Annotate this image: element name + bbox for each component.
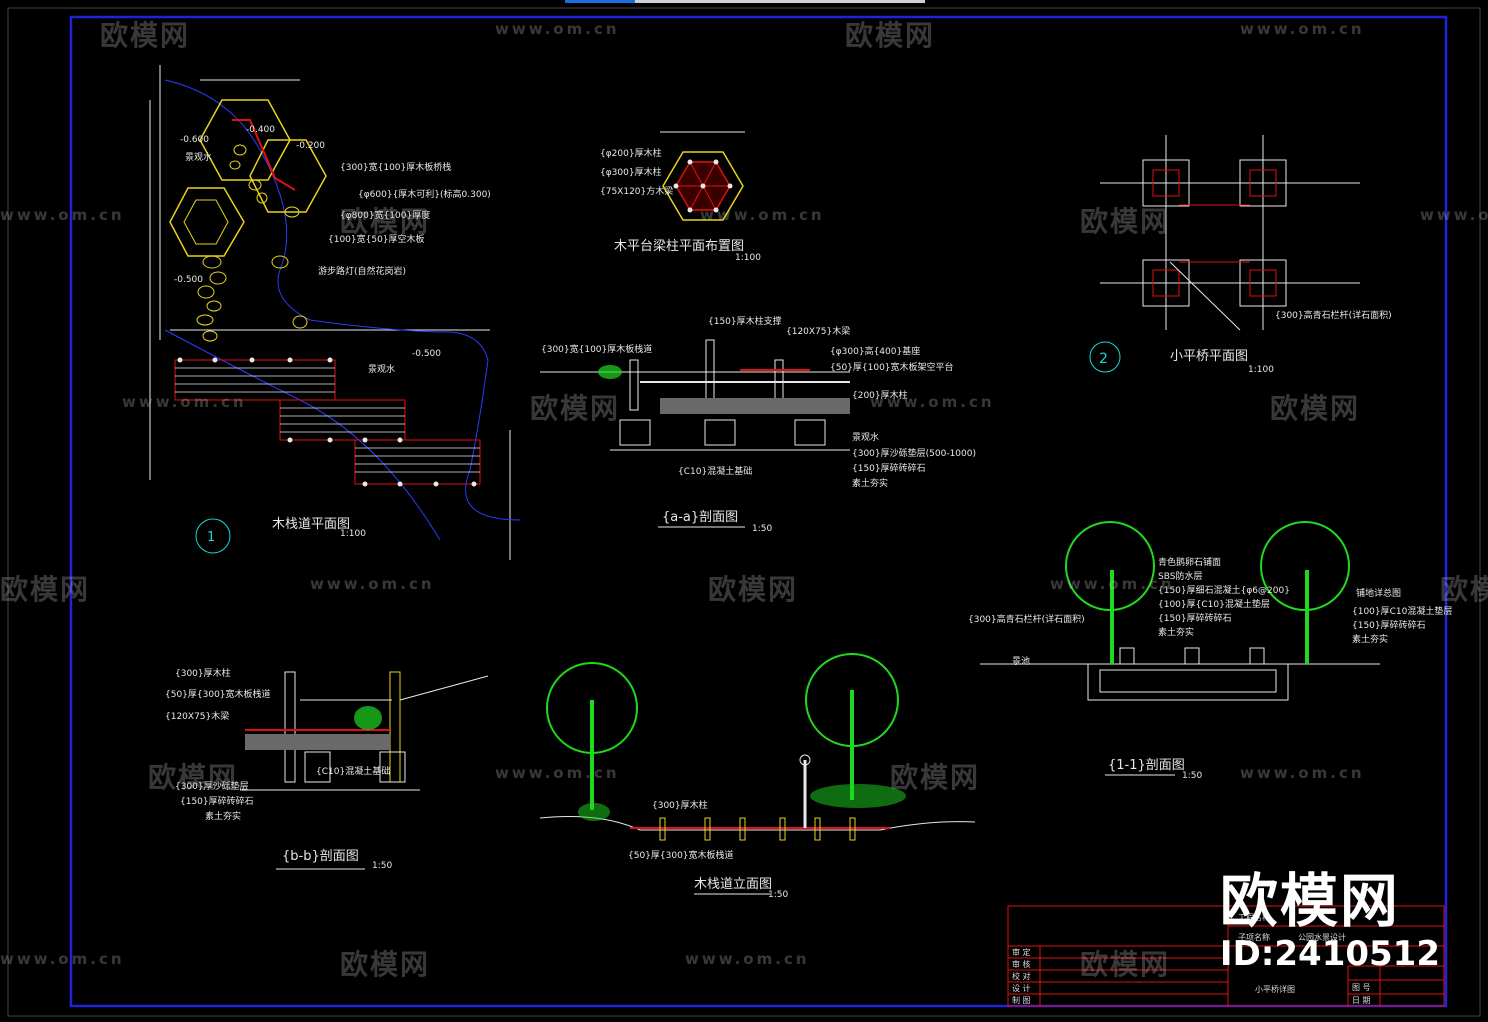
- drawing-frame: [69, 15, 1448, 1008]
- bridge-plan-scale: 1:100: [1248, 365, 1274, 375]
- brand-id: ID:2410512: [1219, 934, 1440, 974]
- plan1-note-1: {300}宽{100}厚木板桥栈: [340, 161, 451, 173]
- bridge-plan-title: 小平桥平面图: [1170, 349, 1248, 364]
- section-aa-note-r4: {50}厚{100}宽木板架空平台: [830, 361, 954, 373]
- section-aa-scale: 1:50: [752, 524, 772, 534]
- section-11-note-11: 素土夯实: [1352, 633, 1388, 645]
- section-bb-note-5: {150}厚碎砖碎石: [180, 795, 254, 807]
- plan1-water-label-2: 景观水: [368, 363, 395, 375]
- elevation-scale: 1:50: [768, 890, 788, 900]
- plan1-note-2: {φ600}{厚木可利}(标高0.300): [358, 188, 491, 200]
- section-11-note-9: {100}厚C10混凝土垫层: [1352, 605, 1452, 617]
- section-11-note-3: {150}厚细石混凝土{φ6@200}: [1158, 584, 1290, 596]
- section-bb-note-4: {300}厚沙砾垫层: [175, 780, 249, 792]
- plan1-elev-2: -0.500: [174, 275, 203, 285]
- tb-right-row-1: 图 号: [1352, 983, 1371, 992]
- plan1-elev-5: -0.500: [412, 349, 441, 359]
- bridge-plan-note: {300}高青石栏杆(详石面积): [1275, 309, 1392, 321]
- section-11-note-8: 铺地详总图: [1356, 587, 1401, 599]
- brand-overlay: 欧模网 ID:2410512: [1220, 868, 1440, 974]
- plan1-note-3: {φ800}宽{100}厚度: [340, 209, 430, 221]
- section-bb-note-1: {300}厚木柱: [175, 667, 231, 679]
- section-bb-note-2: {50}厚{300}宽木板栈道: [165, 688, 271, 700]
- tb-right-row-2: 日 期: [1352, 996, 1371, 1005]
- tb-row-1: 审 定: [1012, 947, 1031, 957]
- section-aa-note-r8: {150}厚碎砖碎石: [852, 462, 926, 474]
- elevation-note-2: {50}厚{300}宽木板栈道: [628, 849, 734, 861]
- section-11-note-4: {100}厚{C10}混凝土垫层: [1158, 598, 1270, 610]
- section-11-note-6: 素土夯实: [1158, 626, 1194, 638]
- section-aa-title: {a-a}剖面图: [662, 510, 738, 525]
- brand-name: 欧模网: [1219, 867, 1400, 935]
- section-aa-note-r6: 景观水: [852, 431, 879, 443]
- section-11-note-10: {150}厚碎砖碎石: [1352, 619, 1426, 631]
- section-11: [980, 521, 1380, 776]
- section-11-note-2: SBS防水层: [1158, 570, 1202, 582]
- tb-drawing-name: 小平桥详图: [1255, 984, 1295, 994]
- elevation-title: 木栈道立面图: [694, 877, 772, 892]
- section-aa-note-r7: {300}厚沙砾垫层(500-1000): [852, 447, 976, 459]
- pavilion-scale: 1:100: [735, 253, 761, 263]
- section-aa-note-r1: {150}厚木柱支撑: [708, 315, 782, 327]
- plan1-note-4: {100}宽{50}厚空木板: [328, 233, 425, 245]
- plan1-elev-4: -0.400: [246, 125, 275, 135]
- section-aa: [540, 339, 850, 528]
- elevation-note-1: {300}厚木柱: [652, 799, 708, 811]
- section-aa-note-l2: {C10}混凝土基础: [678, 465, 752, 477]
- boardwalk-plan: [149, 65, 521, 560]
- section-aa-note-r5: {200}厚木柱: [852, 389, 908, 401]
- tb-row-2: 审 核: [1012, 959, 1031, 969]
- tb-sub-value: 公园水景设计: [1298, 932, 1346, 942]
- plan1-note-5: 游步路灯(自然花岗岩): [318, 265, 406, 277]
- tb-row-5: 制 图: [1012, 995, 1031, 1005]
- section-aa-note-r9: 素土夯实: [852, 477, 888, 489]
- section-bb-note-6: 素土夯实: [205, 810, 241, 822]
- section-aa-note-r2: {120X75}木梁: [786, 325, 850, 337]
- section-11-note-5: {150}厚碎砖碎石: [1158, 612, 1232, 624]
- bridge-plan: [1089, 135, 1360, 373]
- plan1-water-label: 景观水: [185, 151, 212, 163]
- pavilion-note-1: {φ200}厚木柱: [600, 147, 662, 159]
- boardwalk-elevation: [539, 653, 976, 895]
- section-bb-title: {b-b}剖面图: [282, 849, 359, 864]
- section-bb-note-3: {120X75}木梁: [165, 710, 229, 722]
- section-11-water: 景池: [1012, 655, 1030, 667]
- section-11-title: {1-1}剖面图: [1108, 758, 1185, 773]
- plan1-scale: 1:100: [340, 529, 366, 539]
- section-bb: [240, 671, 489, 870]
- section-bb-scale: 1:50: [372, 861, 392, 871]
- tb-sub-label: 子项名称: [1238, 932, 1270, 942]
- pavilion-plan: [660, 131, 745, 221]
- section-bb-note-7: {C10}混凝土基础: [316, 765, 390, 777]
- title-block: [1007, 905, 1445, 1007]
- plan1-elev-1: -0.600: [180, 135, 209, 145]
- section-aa-note-l1: {300}宽{100}厚木板栈道: [541, 343, 652, 355]
- section-aa-note-r3: {φ300}高{400}基座: [830, 345, 920, 357]
- bridge-plan-number: 2: [1099, 351, 1108, 367]
- pavilion-note-2: {φ300}厚木柱: [600, 166, 662, 178]
- tb-row-4: 设 计: [1012, 983, 1031, 993]
- pavilion-title: 木平台梁柱平面布置图: [614, 239, 744, 254]
- tb-row-3: 校 对: [1012, 971, 1031, 981]
- section-11-note-7: {300}高青石栏杆(详石面积): [968, 613, 1085, 625]
- plan1-number: 1: [207, 530, 215, 545]
- section-11-note-1: 青色鹅卵石铺面: [1158, 556, 1221, 568]
- section-11-scale: 1:50: [1182, 771, 1202, 781]
- plan1-title: 木栈道平面图: [272, 517, 350, 532]
- plan1-elev-3: -0.200: [296, 141, 325, 151]
- pavilion-note-3: {75X120}方木梁: [600, 185, 673, 197]
- tb-project-label: 工程名称: [1238, 912, 1270, 922]
